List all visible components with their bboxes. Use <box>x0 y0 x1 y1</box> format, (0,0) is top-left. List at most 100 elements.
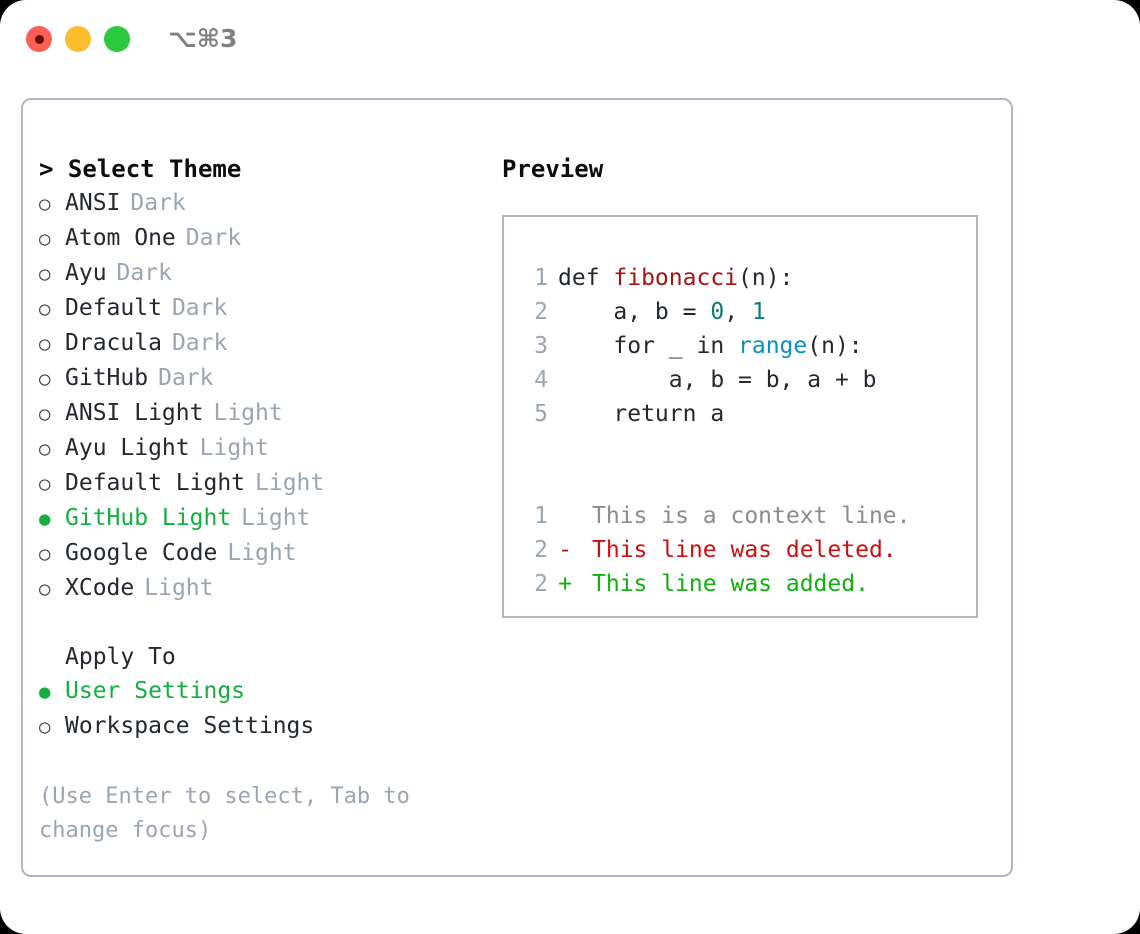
theme-option-tag: Light <box>199 435 269 461</box>
code-line: 5 return a <box>504 397 976 431</box>
diff-line-text: This is a context line. <box>592 503 911 529</box>
diff-line-text: This line was added. <box>592 571 869 597</box>
code-token: (n): <box>807 333 863 359</box>
code-token: for _ in <box>558 333 739 359</box>
theme-option-tag: Dark <box>130 190 186 216</box>
theme-option-github-light[interactable]: ● GitHub Light Light <box>39 501 499 536</box>
apply-to-list: ●User Settings○Workspace Settings <box>39 674 499 744</box>
theme-option-tag: Dark <box>116 260 172 286</box>
diff-sample: 1 This is a context line. 2-This line was … <box>504 499 976 601</box>
diff-line: 2-This line was deleted. <box>504 533 976 567</box>
theme-option-label: Google Code <box>65 540 218 566</box>
theme-option-ayu-light[interactable]: ○ Ayu Light Light <box>39 431 499 466</box>
theme-option-tag: Light <box>227 540 297 566</box>
code-token: range <box>738 333 808 359</box>
keyboard-shortcut-label: ⌥⌘3 <box>168 24 238 53</box>
code-token: return a <box>558 401 725 427</box>
close-button[interactable] <box>26 26 52 52</box>
radio-unselected-icon: ○ <box>39 298 51 320</box>
diff-line: 2 + This line was added. <box>504 567 976 601</box>
theme-option-google-code[interactable]: ○ Google Code Light <box>39 536 499 571</box>
diff-line-number: 2 <box>534 537 548 563</box>
radio-unselected-icon: ○ <box>39 438 51 460</box>
diff-line-number: 2 <box>534 571 548 597</box>
code-line: 3 for _ in range(n): <box>504 329 976 363</box>
code-line-text: a, b = 0, 1 <box>548 295 765 329</box>
diff-sign: + <box>558 571 572 597</box>
theme-option-tag: Light <box>213 400 283 426</box>
radio-unselected-icon: ○ <box>39 368 51 390</box>
apply-to-option-workspace-settings[interactable]: ○Workspace Settings <box>39 709 499 744</box>
radio-unselected-icon: ○ <box>39 263 51 285</box>
theme-option-label: Ayu <box>65 260 107 286</box>
code-token: fibonacci <box>613 265 739 291</box>
theme-option-tag: Light <box>241 505 311 531</box>
theme-option-label: ANSI <box>65 190 121 216</box>
diff-line: 1 This is a context line. <box>504 499 976 533</box>
keyboard-hint: (Use Enter to select, Tab to change focu… <box>39 784 424 843</box>
diff-line-text: This line was deleted. <box>592 537 897 563</box>
theme-option-label: Atom One <box>65 225 176 251</box>
radio-unselected-icon: ○ <box>39 578 51 600</box>
radio-unselected-icon: ○ <box>39 403 51 425</box>
radio-unselected-icon: ○ <box>39 193 51 215</box>
theme-option-label: Default <box>65 295 162 321</box>
theme-option-ayu[interactable]: ○ Ayu Dark <box>39 256 499 291</box>
radio-unselected-icon: ○ <box>39 543 51 565</box>
code-token: def <box>558 265 614 291</box>
radio-selected-icon: ● <box>39 681 51 703</box>
theme-option-tag: Light <box>144 575 214 601</box>
code-spacer <box>504 431 976 465</box>
code-line-text: for _ in range(n): <box>548 329 863 363</box>
diff-line-number: 1 <box>534 503 548 529</box>
theme-option-ansi[interactable]: ○ ANSI Dark <box>39 186 499 221</box>
minimize-button[interactable] <box>65 26 91 52</box>
theme-option-default[interactable]: ○ Default Dark <box>39 291 499 326</box>
code-spacer-2 <box>504 465 976 499</box>
theme-option-label: Ayu Light <box>65 435 190 461</box>
theme-option-ansi-light[interactable]: ○ ANSI Light Light <box>39 396 499 431</box>
maximize-button[interactable] <box>104 26 130 52</box>
code-token: (n): <box>738 265 794 291</box>
window-controls <box>26 26 130 52</box>
apply-to-option-label: Workspace Settings <box>65 713 315 739</box>
theme-option-label: GitHub <box>65 365 149 391</box>
code-token: , <box>724 299 752 325</box>
apply-to-option-user-settings[interactable]: ●User Settings <box>39 674 499 709</box>
theme-option-label: ANSI Light <box>65 400 204 426</box>
radio-selected-icon: ● <box>39 508 51 530</box>
radio-unselected-icon: ○ <box>39 333 51 355</box>
theme-option-tag: Dark <box>171 295 228 321</box>
radio-unselected-icon: ○ <box>39 473 51 495</box>
code-line-text: a, b = b, a + b <box>548 363 877 397</box>
select-theme-header: > Select Theme <box>39 155 242 183</box>
code-token: 0 <box>710 299 725 325</box>
preview-title: Preview <box>502 155 604 183</box>
code-line: 2 a, b = 0, 1 <box>504 295 976 329</box>
title-bar: ⌥⌘3 <box>0 0 1140 76</box>
code-token: a, b = b, a + b <box>558 367 877 393</box>
code-line-number: 4 <box>534 367 548 393</box>
code-line-number: 5 <box>534 401 548 427</box>
code-line-text: def fibonacci(n): <box>548 261 793 295</box>
theme-option-tag: Dark <box>185 225 242 251</box>
theme-option-label: Dracula <box>65 330 162 356</box>
diff-sign: - <box>558 537 572 563</box>
apply-to-section: Apply To ●User Settings○Workspace Settin… <box>39 640 499 744</box>
code-line-number: 3 <box>534 333 548 359</box>
theme-option-label: GitHub Light <box>65 505 232 531</box>
theme-option-tag: Light <box>255 470 325 496</box>
code-token: a, b = <box>558 299 711 325</box>
